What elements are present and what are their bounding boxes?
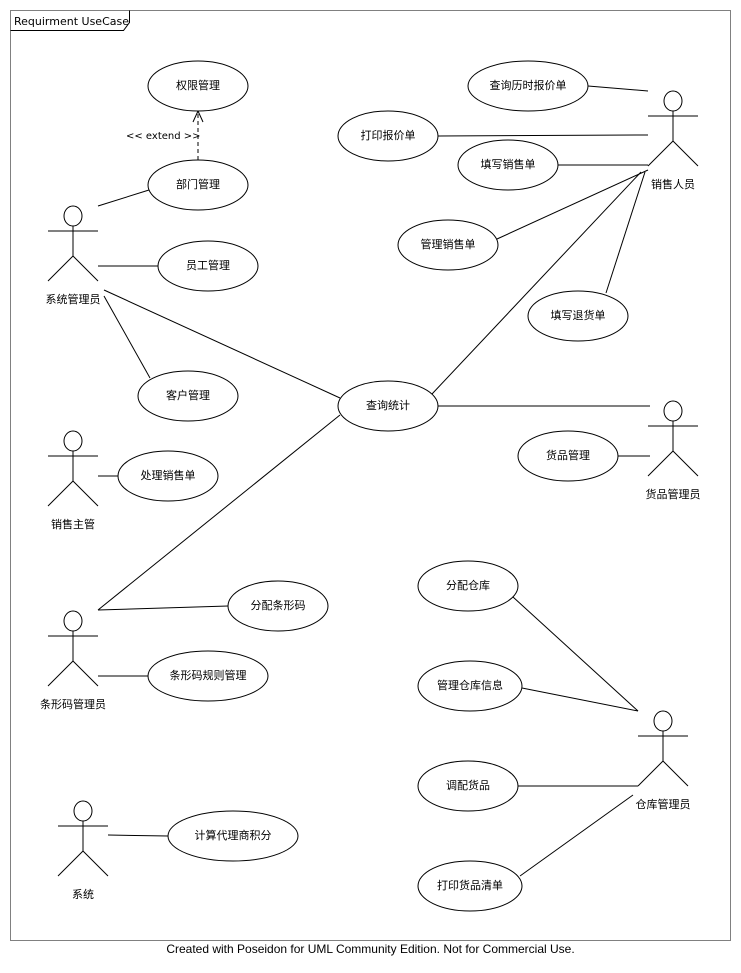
use-case-agent-points[interactable]: 计算代理商积分 bbox=[167, 810, 299, 862]
actor-label: 系统 bbox=[72, 888, 94, 901]
extend-dependency: << extend >> bbox=[126, 109, 204, 160]
actor-head bbox=[73, 800, 93, 822]
actor-warehousemgr[interactable]: 仓库管理员 bbox=[636, 710, 691, 811]
use-case-assign-barcode[interactable]: 分配条形码 bbox=[227, 580, 329, 632]
link-wh-printgoods bbox=[519, 794, 634, 877]
actor-left-leg bbox=[57, 850, 84, 877]
actor-label: 系统管理员 bbox=[46, 292, 101, 306]
link-barcodemgr-query bbox=[97, 414, 341, 611]
use-case-allocate-goods[interactable]: 调配货品 bbox=[417, 760, 519, 812]
actor-left-leg bbox=[47, 660, 74, 687]
use-case-print-goods[interactable]: 打印货品清单 bbox=[417, 860, 523, 912]
link-sales-fillreturn bbox=[605, 171, 646, 294]
use-case-label: 处理销售单 bbox=[141, 468, 196, 482]
actor-label: 货品管理员 bbox=[646, 487, 701, 501]
link-wh-assign bbox=[512, 596, 639, 712]
actor-sales[interactable]: 销售人员 bbox=[647, 90, 699, 191]
use-case-barcode-rules[interactable]: 条形码规则管理 bbox=[147, 650, 269, 702]
use-case-perm[interactable]: 权限管理 bbox=[147, 60, 249, 112]
frame-title-tab bbox=[10, 10, 130, 31]
use-case-fill-return[interactable]: 填写退货单 bbox=[527, 290, 629, 342]
use-case-label: 查询历时报价单 bbox=[490, 78, 567, 92]
use-case-label: 货品管理 bbox=[546, 448, 590, 462]
link-barcodemgr-assign bbox=[97, 605, 229, 611]
link-sales-printquote bbox=[437, 134, 649, 137]
link-sysadmin-dept bbox=[97, 189, 150, 207]
actor-salesmgr[interactable]: 销售主管 bbox=[47, 430, 99, 531]
use-case-manage-sales[interactable]: 管理销售单 bbox=[397, 219, 499, 271]
actor-system[interactable]: 系统 bbox=[57, 800, 109, 901]
actor-label: 条形码管理员 bbox=[40, 697, 106, 711]
diagram-frame bbox=[10, 10, 731, 941]
use-case-label: 分配条形码 bbox=[251, 598, 306, 612]
link-sales-managesales bbox=[496, 169, 649, 240]
extend-label: << extend >> bbox=[126, 131, 201, 142]
use-case-label: 部门管理 bbox=[176, 177, 220, 191]
use-case-query[interactable]: 查询统计 bbox=[337, 380, 439, 432]
actor-right-leg bbox=[672, 140, 699, 167]
link-wh-info bbox=[521, 687, 639, 712]
use-case-label: 客户管理 bbox=[166, 388, 210, 402]
footer-notice: Created with Poseidon for UML Community … bbox=[166, 942, 575, 956]
actor-sysadmin[interactable]: 系统管理员 bbox=[46, 205, 101, 306]
frame-title: Requirment UseCase bbox=[14, 15, 129, 28]
link-system-points bbox=[107, 834, 169, 837]
use-case-label: 打印报价单 bbox=[361, 128, 416, 142]
use-case-print-quote[interactable]: 打印报价单 bbox=[337, 110, 439, 162]
use-case-customer[interactable]: 客户管理 bbox=[137, 370, 239, 422]
use-case-label: 查询统计 bbox=[366, 398, 410, 412]
use-case-fill-sales[interactable]: 填写销售单 bbox=[457, 139, 559, 191]
use-case-label: 分配仓库 bbox=[446, 578, 490, 592]
actor-label: 销售人员 bbox=[651, 177, 695, 191]
actor-head bbox=[663, 400, 683, 422]
actor-left-leg bbox=[647, 140, 674, 167]
use-case-assign-warehouse[interactable]: 分配仓库 bbox=[417, 560, 519, 612]
actor-barcodemgr[interactable]: 条形码管理员 bbox=[40, 610, 106, 711]
use-case-handle-sales[interactable]: 处理销售单 bbox=[117, 450, 219, 502]
actor-head bbox=[63, 610, 83, 632]
link-sales-query bbox=[431, 171, 642, 395]
use-case-label: 权限管理 bbox=[176, 78, 220, 92]
actor-goodsmgr[interactable]: 货品管理员 bbox=[646, 400, 701, 501]
actor-label: 仓库管理员 bbox=[636, 797, 691, 811]
actor-right-leg bbox=[72, 660, 99, 687]
actor-head bbox=[663, 90, 683, 112]
use-case-label: 打印货品清单 bbox=[437, 878, 503, 892]
actor-left-leg bbox=[647, 450, 674, 477]
link-sysadmin-customer bbox=[103, 295, 151, 379]
actor-label: 销售主管 bbox=[51, 517, 95, 531]
use-case-dept[interactable]: 部门管理 bbox=[147, 159, 249, 211]
use-case-warehouse-info[interactable]: 管理仓库信息 bbox=[417, 660, 523, 712]
use-case-label: 条形码规则管理 bbox=[170, 668, 247, 682]
use-case-label: 员工管理 bbox=[186, 258, 230, 272]
use-case-goods[interactable]: 货品管理 bbox=[517, 430, 619, 482]
actor-right-leg bbox=[72, 255, 99, 282]
use-case-label: 填写销售单 bbox=[481, 157, 536, 171]
actor-head bbox=[63, 430, 83, 452]
actor-right-leg bbox=[72, 480, 99, 507]
use-case-label: 计算代理商积分 bbox=[195, 828, 272, 842]
link-sales-history bbox=[587, 85, 649, 92]
actor-right-leg bbox=[82, 850, 109, 877]
use-case-label: 调配货品 bbox=[446, 778, 490, 792]
actor-left-leg bbox=[47, 255, 74, 282]
use-case-label: 管理仓库信息 bbox=[437, 678, 503, 692]
use-case-label: 填写退货单 bbox=[551, 308, 606, 322]
use-case-staff[interactable]: 员工管理 bbox=[157, 240, 259, 292]
use-case-history-quote[interactable]: 查询历时报价单 bbox=[467, 60, 589, 112]
actor-right-leg bbox=[662, 760, 689, 787]
actor-left-leg bbox=[47, 480, 74, 507]
actor-head bbox=[653, 710, 673, 732]
link-sysadmin-query bbox=[103, 289, 341, 399]
actor-right-leg bbox=[672, 450, 699, 477]
actor-left-leg bbox=[637, 760, 664, 787]
use-case-label: 管理销售单 bbox=[421, 237, 476, 251]
actor-head bbox=[63, 205, 83, 227]
association-lines bbox=[97, 85, 650, 877]
